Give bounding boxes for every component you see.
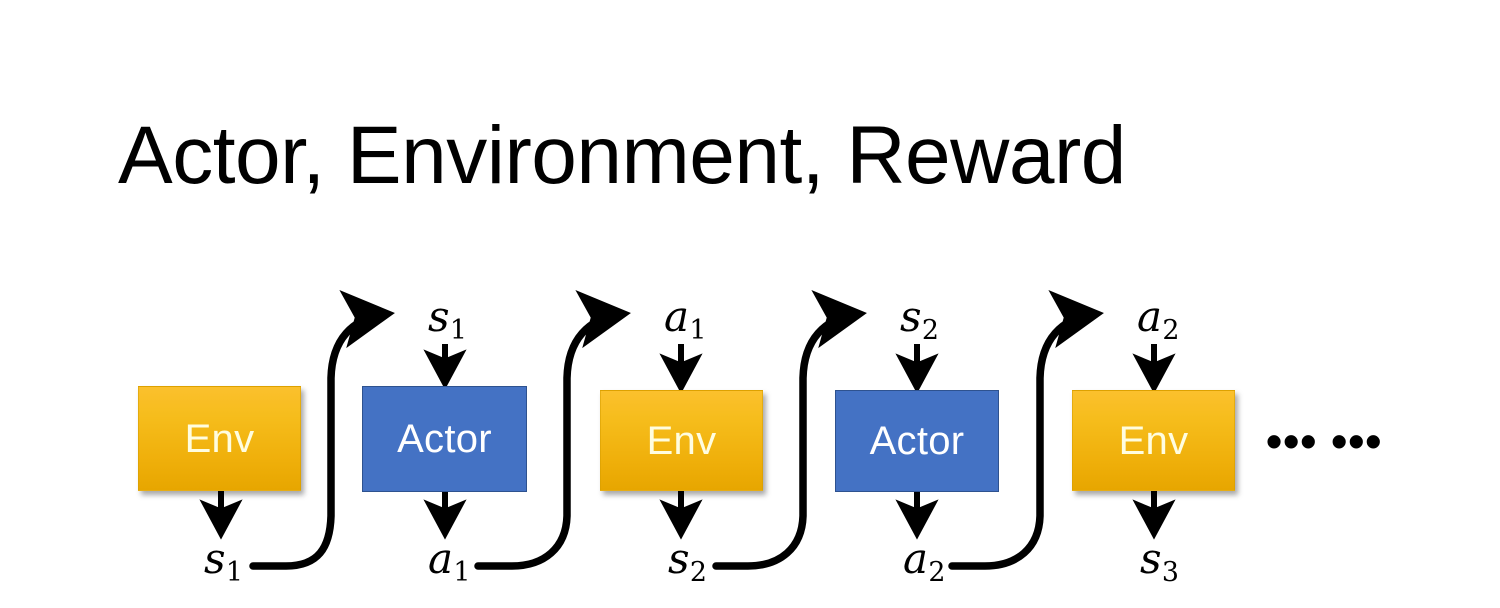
curve-s2-to-top — [712, 290, 867, 570]
s-curve-group — [249, 290, 1104, 570]
curve-a2-to-top — [948, 290, 1104, 570]
label-bottom-a2: a2 — [903, 538, 945, 587]
var-base: s — [1140, 534, 1162, 583]
var-base: a — [1137, 292, 1163, 341]
node-label: Env — [646, 418, 717, 463]
node-env-1[interactable]: Env — [138, 386, 301, 491]
var-subscript: 1 — [225, 557, 243, 589]
node-label: Actor — [397, 417, 492, 461]
down-arrows-out-of-nodes — [199, 491, 1176, 540]
var-subscript: 1 — [689, 315, 707, 347]
var-base: a — [903, 534, 929, 583]
node-label: Env — [1118, 418, 1189, 463]
down-arrows-into-nodes — [423, 344, 1176, 394]
page-title: Actor, Environment, Reward — [118, 110, 1126, 201]
var-subscript: 2 — [1162, 315, 1180, 347]
curve-a1-to-top — [474, 290, 631, 570]
node-env-3[interactable]: Env — [1072, 390, 1235, 491]
node-actor-2[interactable]: Actor — [835, 390, 999, 492]
var-base: s — [428, 292, 450, 341]
node-env-2[interactable]: Env — [600, 390, 763, 491]
node-label: Actor — [869, 419, 965, 463]
label-bottom-a1: a1 — [428, 538, 470, 587]
curve-s1-to-top — [249, 290, 395, 570]
var-base: a — [664, 292, 690, 341]
var-subscript: 1 — [449, 315, 467, 347]
label-bottom-s2: s2 — [668, 538, 707, 587]
label-top-a1: a1 — [664, 296, 706, 345]
label-top-s1: s1 — [428, 296, 467, 345]
label-bottom-s3: s3 — [1140, 538, 1179, 587]
var-subscript: 2 — [921, 315, 939, 347]
label-top-s2: s2 — [900, 296, 939, 345]
node-actor-1[interactable]: Actor — [362, 386, 527, 492]
label-top-a2: a2 — [1137, 296, 1179, 345]
var-base: a — [428, 534, 454, 583]
var-subscript: 1 — [453, 557, 471, 589]
var-subscript: 2 — [928, 557, 946, 589]
ellipsis-continuation: ••• ••• — [1266, 415, 1383, 467]
var-subscript: 2 — [689, 557, 707, 589]
var-subscript: 3 — [1161, 557, 1179, 589]
var-base: s — [900, 292, 922, 341]
var-base: s — [204, 534, 226, 583]
label-bottom-s1: s1 — [204, 538, 243, 587]
node-label: Env — [184, 416, 255, 461]
var-base: s — [668, 534, 690, 583]
